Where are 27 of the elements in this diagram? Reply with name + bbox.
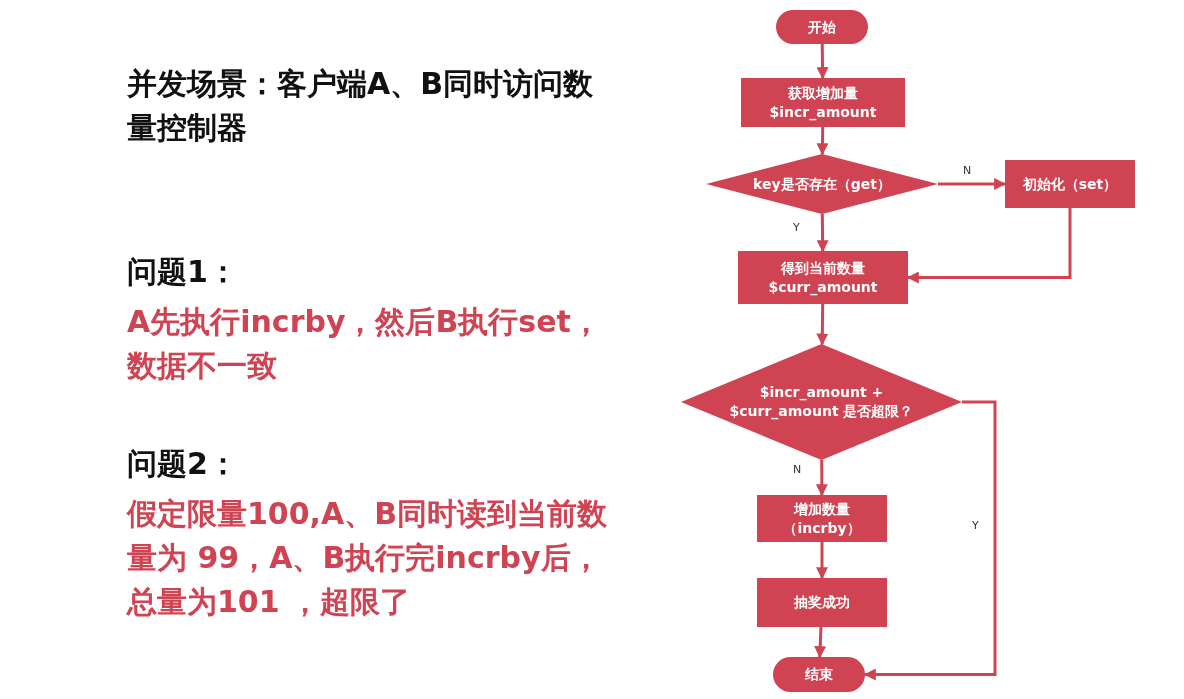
arrow bbox=[816, 304, 829, 346]
arrow bbox=[938, 178, 1007, 190]
question-heading: 问题1： bbox=[127, 253, 239, 291]
arrow bbox=[816, 213, 829, 253]
process-box: 得到当前数量 $curr_amount bbox=[738, 251, 908, 304]
terminal-box: 结束 bbox=[773, 657, 865, 692]
arrow bbox=[815, 459, 828, 497]
question-description: A先执行incrby，然后B执行set，数据不一致 bbox=[127, 303, 602, 385]
edge-label: Y bbox=[972, 520, 979, 532]
arrow bbox=[863, 400, 997, 681]
process-box: 初始化（set） bbox=[1005, 160, 1135, 208]
decision-diamond: key是否存在（get） bbox=[706, 154, 938, 214]
edge-label: Y bbox=[793, 222, 800, 234]
edge-label: N bbox=[793, 464, 802, 476]
edge-label: N bbox=[963, 165, 972, 177]
arrow bbox=[816, 127, 829, 156]
question-heading: 问题2： bbox=[127, 445, 239, 483]
process-box: 增加数量（incrby） bbox=[757, 495, 887, 542]
question-description: 假定限量100,A、B同时读到当前数量为 99，A、B执行完incrby后，总量为101 ，超限了 bbox=[127, 495, 609, 621]
terminal-box: 开始 bbox=[776, 10, 868, 44]
arrow bbox=[814, 626, 827, 659]
heading: 并发场景：客户端A、B同时访问数量控制器 bbox=[127, 65, 595, 147]
decision-diamond: $incr_amount + $curr_amount 是否超限？ bbox=[681, 344, 962, 460]
arrow bbox=[816, 542, 828, 580]
process-box: 获取增加量 $incr_amount bbox=[741, 78, 905, 127]
arrow bbox=[816, 44, 829, 80]
process-box: 抽奖成功 bbox=[757, 578, 887, 627]
